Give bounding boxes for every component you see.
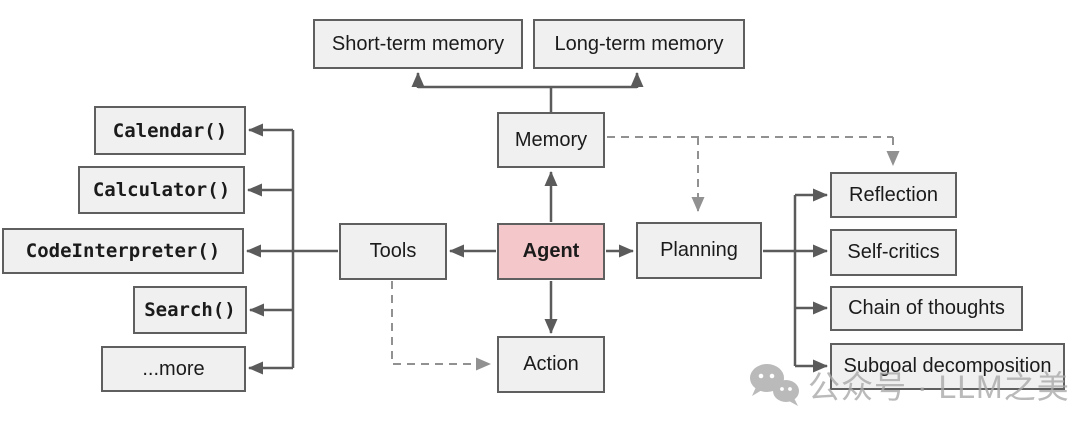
node-action: Action: [497, 336, 605, 393]
node-memory: Memory: [497, 112, 605, 168]
node-agent: Agent: [497, 223, 605, 280]
edge-memory-junction: [418, 85, 637, 112]
node-calculator: Calculator(): [78, 166, 245, 214]
node-label: Chain of thoughts: [848, 297, 1005, 319]
node-label: CodeInterpreter(): [25, 240, 221, 262]
node-label: Self-critics: [847, 241, 940, 263]
node-planning: Planning: [636, 222, 762, 279]
node-code-interpreter: CodeInterpreter(): [2, 228, 244, 274]
edge-tools-fan-spine: [291, 130, 338, 368]
node-label: Reflection: [849, 183, 938, 206]
node-calendar: Calendar(): [94, 106, 246, 155]
node-self-critics: Self-critics: [830, 229, 957, 276]
node-label: Calculator(): [92, 179, 231, 201]
node-label: Tools: [369, 240, 417, 262]
node-label: Action: [523, 353, 579, 375]
node-label: Long-term memory: [554, 32, 724, 55]
node-long-term-memory: Long-term memory: [533, 19, 745, 69]
node-label: Agent: [522, 240, 580, 262]
node-reflection: Reflection: [830, 172, 957, 218]
node-short-term-memory: Short-term memory: [313, 19, 523, 69]
node-label: Calendar(): [112, 119, 228, 142]
node-label: Short-term memory: [331, 32, 505, 55]
node-subgoal-decomposition: Subgoal decomposition: [830, 343, 1065, 390]
node-label: Search(): [144, 299, 236, 321]
node-label: ...more: [142, 357, 205, 380]
edge-planning-fan-spine: [763, 195, 797, 366]
node-label: Planning: [660, 239, 738, 261]
node-tools: Tools: [339, 223, 447, 280]
edge-tools-action-dashed: [391, 281, 491, 371]
node-label: Subgoal decomposition: [843, 355, 1052, 377]
node-label: Memory: [514, 128, 588, 151]
node-more: ...more: [101, 346, 246, 392]
node-search: Search(): [133, 286, 247, 334]
node-chain-of-thoughts: Chain of thoughts: [830, 286, 1023, 331]
